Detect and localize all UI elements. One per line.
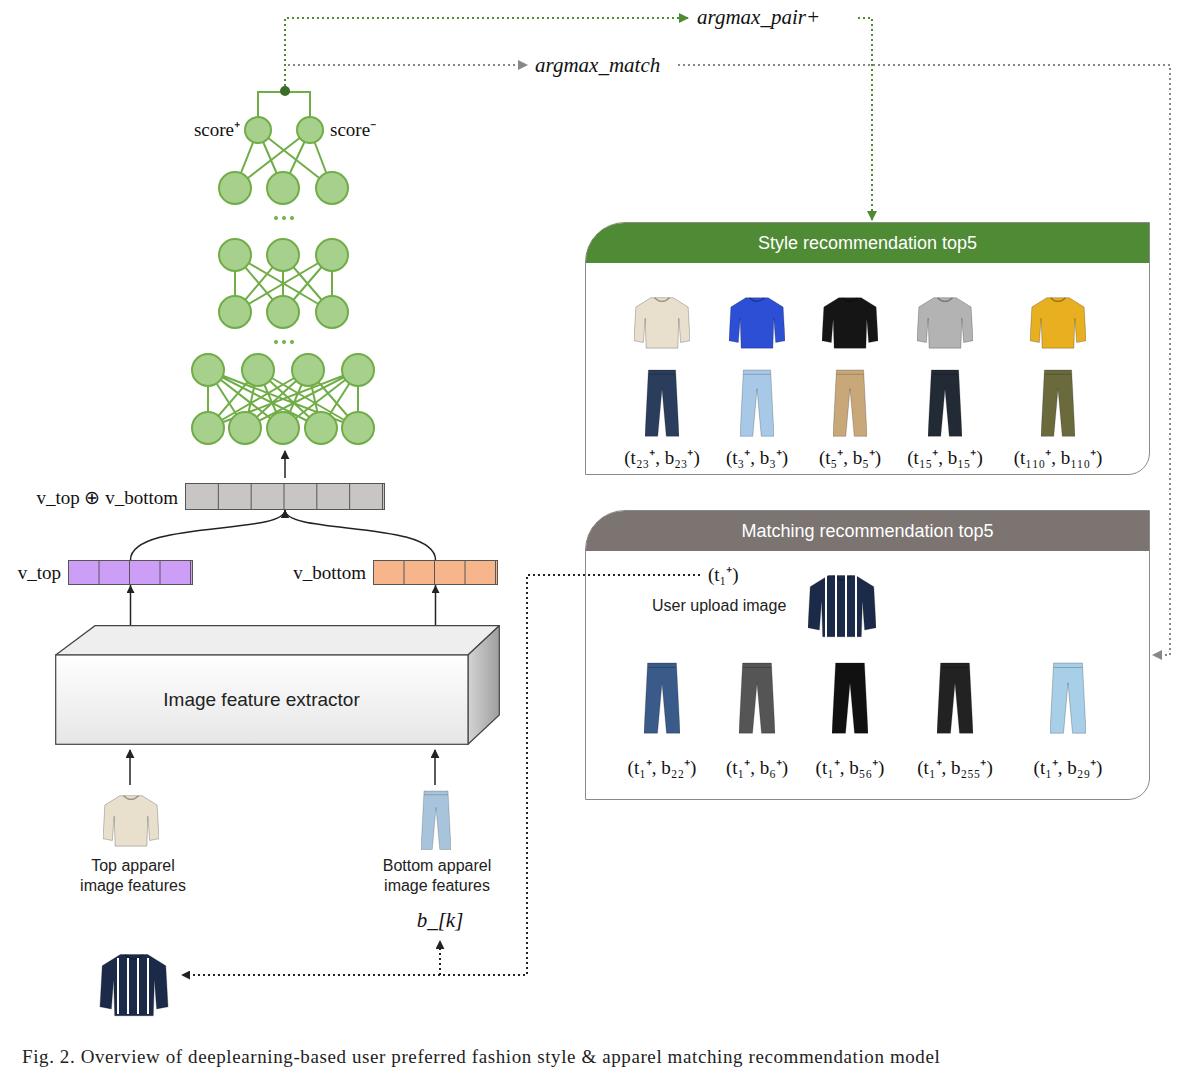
text-label: (t₂₃⁺, b₂₃⁺) xyxy=(624,447,699,470)
text-label: score⁻ xyxy=(330,119,376,142)
panel-title: Style recommendation top5 xyxy=(586,223,1149,263)
text-label: (t₅⁺, b₅⁺) xyxy=(819,447,881,470)
text-label: (t₃⁺, b₃⁺) xyxy=(726,447,788,470)
neural-network xyxy=(192,86,374,444)
connector xyxy=(435,585,437,625)
text-label: (t₁⁺, b₂₂⁺) xyxy=(628,757,697,780)
text-label: (t₁₁₀⁺, b₁₁₀⁺) xyxy=(1014,447,1103,470)
extractor-box: Image feature extractor xyxy=(55,625,500,745)
vector-box: v_bottom xyxy=(373,560,498,585)
figure-caption: Fig. 2. Overview of deeplearning-based u… xyxy=(22,1046,940,1068)
text-label: User upload image xyxy=(652,596,786,615)
text-label: (t₁⁺) xyxy=(708,564,739,587)
text-label: Bottom apparel image features xyxy=(367,856,507,896)
vector-box: v_top xyxy=(68,560,193,585)
dotted-flow-lines xyxy=(182,18,1170,975)
vector-label: v_top ⊕ v_bottom xyxy=(36,485,178,508)
connector xyxy=(131,510,286,560)
panel-box: Style recommendation top5 xyxy=(585,222,1150,475)
connector xyxy=(130,585,132,625)
panel-box: Matching recommendation top5 xyxy=(585,510,1150,800)
text-label: (t₁⁺, b₂₉⁺) xyxy=(1034,757,1103,780)
vector-label: v_bottom xyxy=(293,562,366,584)
vector-box: v_top ⊕ v_bottom xyxy=(185,483,385,510)
text-label: (t₁⁺, b₆⁺) xyxy=(726,757,788,780)
text-label: b_[k] xyxy=(417,908,464,933)
text-label: argmax_pair+ xyxy=(697,5,820,30)
panel-title: Matching recommendation top5 xyxy=(586,511,1149,551)
text-label: score⁺ xyxy=(194,119,240,142)
text-label: (t₁₅⁺, b₁₅⁺) xyxy=(907,447,982,470)
box-outline xyxy=(55,625,500,745)
text-label: argmax_match xyxy=(535,53,660,78)
text-label: (t₁⁺, b₂₅₅⁺) xyxy=(917,757,992,780)
vector-label: v_top xyxy=(18,562,61,584)
text-label: (t₁⁺, b₅₆⁺) xyxy=(816,757,885,780)
box-label: Image feature extractor xyxy=(55,655,468,745)
connector xyxy=(285,510,436,560)
text-label: Top apparel image features xyxy=(68,856,198,896)
